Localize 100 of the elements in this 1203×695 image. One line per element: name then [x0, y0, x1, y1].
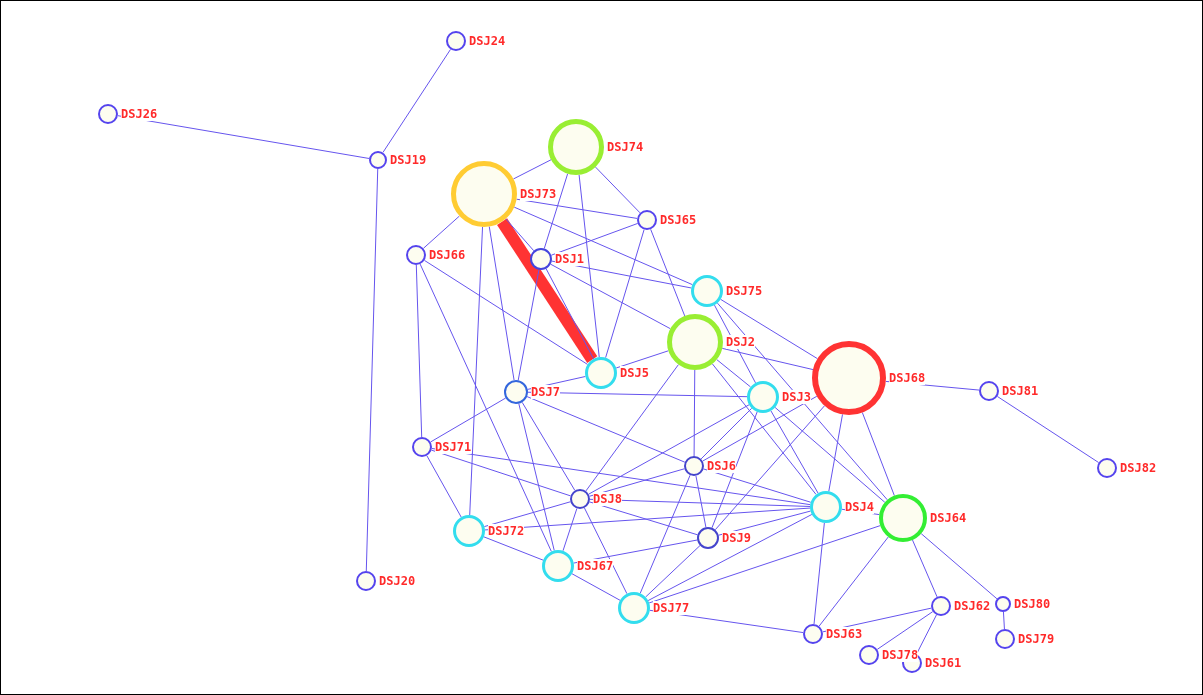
edge-line [488, 226, 515, 381]
node-label: DSJ81 [1002, 384, 1039, 398]
edge-line [774, 406, 886, 503]
node-label: DSJ77 [653, 601, 690, 615]
edge-line [588, 404, 750, 495]
edge-line [912, 539, 938, 598]
node-label: DSJ78 [882, 648, 919, 662]
node-label: DSJ19 [390, 153, 427, 167]
edge-line [648, 525, 881, 604]
edge-line [589, 468, 685, 497]
edge-line [702, 395, 818, 462]
node-label: DSJ61 [925, 656, 962, 670]
edge-line [716, 302, 888, 501]
node-label: DSJ82 [1120, 461, 1157, 475]
node-label: DSJ62 [954, 599, 991, 613]
edge-line [117, 115, 370, 159]
edge-line [818, 536, 889, 627]
edge-line [483, 501, 571, 528]
edge-line [513, 206, 693, 286]
node-label: DSJ80 [1014, 597, 1051, 611]
edge-line [571, 573, 621, 601]
edge-line [703, 468, 812, 503]
node-label: DSJ7 [531, 385, 560, 399]
edge-line [545, 268, 595, 360]
edge-line [589, 501, 698, 536]
edge-line [716, 359, 752, 388]
edge-line [718, 510, 812, 536]
edge-line [916, 614, 937, 655]
edge-line [469, 226, 484, 516]
edge-line [721, 347, 814, 371]
edge-line [517, 269, 540, 381]
edge-line [695, 475, 707, 528]
node-label: DSJ1 [555, 252, 584, 266]
edge-line [693, 369, 696, 457]
node-label: DSJ26 [121, 107, 158, 121]
edge-line [583, 507, 628, 595]
edge-line [585, 364, 679, 492]
edge-line [711, 411, 758, 529]
edge-line [711, 363, 817, 495]
node-label: DSJ8 [593, 492, 622, 506]
edge-line [365, 168, 379, 572]
edge-line [415, 264, 423, 438]
node-label: DSJ72 [488, 524, 525, 538]
node-label: DSJ6 [707, 459, 736, 473]
edge-line [1002, 611, 1005, 630]
node-label: DSJ63 [826, 627, 863, 641]
node-label: DSJ65 [660, 213, 697, 227]
edge-line [431, 447, 811, 506]
node-label: DSJ20 [379, 574, 416, 588]
edge-line [639, 474, 691, 594]
node-label: DSJ71 [435, 440, 472, 454]
edge-line [422, 215, 460, 249]
edge-line [813, 522, 825, 625]
node-label: DSJ2 [726, 335, 755, 349]
node-label: DSJ3 [782, 390, 811, 404]
node-label: DSJ79 [1018, 632, 1055, 646]
edge-line [550, 263, 671, 330]
edge-line [543, 173, 569, 249]
edge-line [516, 198, 638, 219]
edge-line [996, 395, 1100, 464]
edge-line [484, 507, 811, 531]
node-label: DSJ67 [577, 559, 614, 573]
edge-line [720, 298, 818, 360]
edge-line [505, 218, 535, 252]
node-label: DSJ9 [722, 531, 751, 545]
edge-line [431, 449, 571, 497]
edge-line [562, 508, 578, 552]
edge-line [861, 412, 895, 497]
edge-line [430, 397, 507, 443]
edge-line [700, 407, 753, 460]
edge-line [714, 405, 826, 531]
edge-line [876, 611, 934, 650]
edge-line [518, 403, 555, 551]
edge-line [521, 401, 576, 491]
edge-line [920, 533, 998, 600]
node-label: DSJ66 [429, 248, 466, 262]
edge-line [550, 222, 639, 256]
node-label: DSJ24 [469, 34, 506, 48]
edge-line [382, 48, 451, 153]
node-label: DSJ64 [930, 511, 967, 525]
edge-line [578, 174, 600, 358]
edge-line [423, 259, 588, 365]
edge-line [605, 229, 645, 359]
edge-line [512, 159, 552, 180]
edge-line [526, 396, 686, 463]
edge-line [645, 545, 701, 598]
node-label: DSJ74 [607, 140, 644, 154]
edge-line [419, 263, 552, 552]
edge-line [615, 350, 669, 369]
edge-line [650, 228, 686, 317]
edge-line [828, 413, 843, 492]
edge-line [770, 410, 819, 494]
edge-line [426, 455, 462, 518]
node-label: DSJ68 [889, 371, 926, 385]
edge-line [647, 513, 813, 602]
node-label: DSJ73 [520, 187, 557, 201]
edge-line [483, 536, 544, 561]
node-label: DSJ75 [726, 284, 763, 298]
node-label: DSJ5 [620, 366, 649, 380]
edge-line [497, 218, 598, 363]
